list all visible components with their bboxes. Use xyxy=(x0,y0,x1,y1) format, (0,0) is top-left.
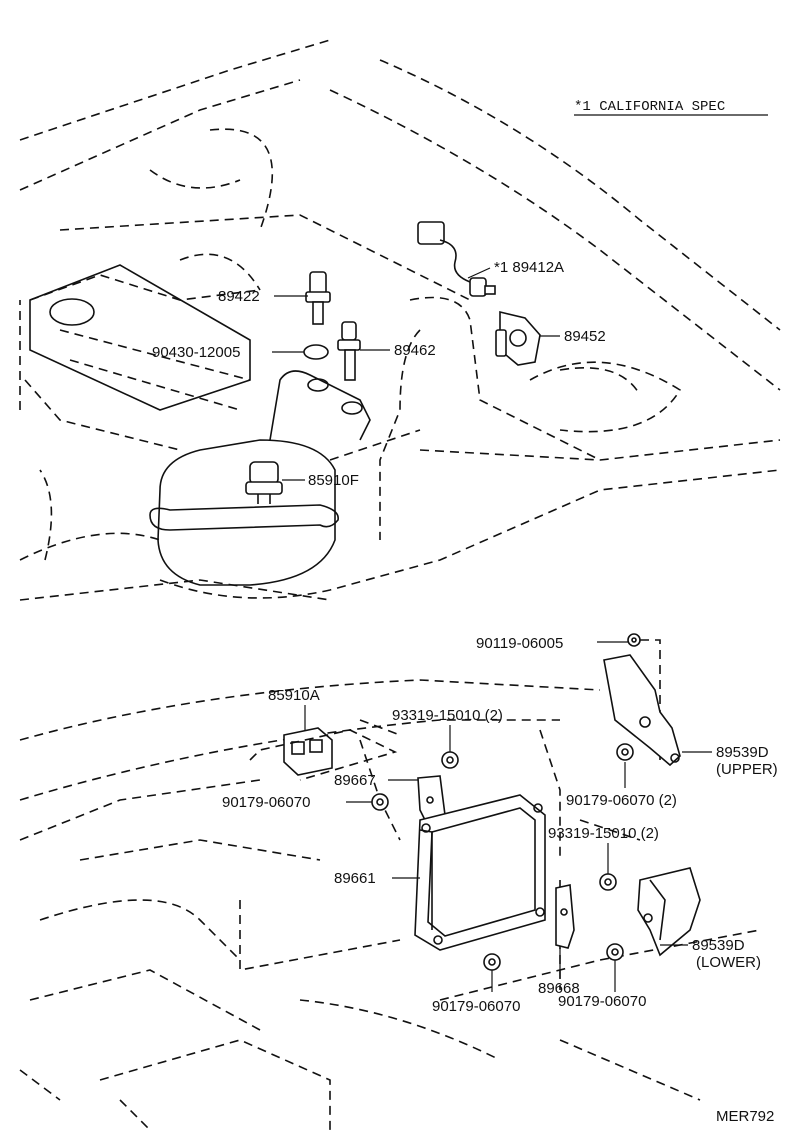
label-93319-15010-upper: 93319-15010 (2) xyxy=(392,707,503,724)
ecu-89661 xyxy=(414,794,546,951)
label-85910a: 85910A xyxy=(268,687,320,704)
bracket-89539d-upper xyxy=(603,654,681,767)
label-89422: 89422 xyxy=(218,288,260,305)
label-90179-06070-bottom-left: 90179-06070 xyxy=(432,998,520,1015)
label-89539d-lower-note: (LOWER) xyxy=(696,954,761,971)
drawing-code: MER792 xyxy=(716,1108,774,1125)
label-90179-06070-left: 90179-06070 xyxy=(222,794,310,811)
label-89539d-upper: 89539D xyxy=(716,744,769,761)
engine-bay-outline xyxy=(19,39,781,601)
label-93319-15010-lower: 93319-15010 (2) xyxy=(548,825,659,842)
label-89539d-lower: 89539D xyxy=(692,937,745,954)
washer-90430 xyxy=(303,344,329,360)
sensor-89422 xyxy=(305,271,331,325)
label-85910f: 85910F xyxy=(308,472,359,489)
throttle-sensor-89452 xyxy=(495,310,541,366)
engine-cover xyxy=(29,264,251,411)
label-90119-06005: 90119-06005 xyxy=(476,635,563,652)
label-90179-06070-right: 90179-06070 (2) xyxy=(566,792,677,809)
label-89462: 89462 xyxy=(394,342,436,359)
coolant-reservoir xyxy=(149,370,371,586)
leader-lines xyxy=(272,267,712,992)
nuts xyxy=(371,633,641,971)
label-89668: 89668 xyxy=(538,980,580,997)
label-90430-12005: 90430-12005 xyxy=(152,344,240,361)
label-89661: 89661 xyxy=(334,870,376,887)
relay-85910a xyxy=(249,727,398,781)
label-89452: 89452 xyxy=(564,328,606,345)
bracket-89668 xyxy=(555,884,575,949)
label-90179-06070-bottom-right: 90179-06070 xyxy=(558,993,646,1010)
sensor-89462 xyxy=(337,321,361,381)
label-89667: 89667 xyxy=(334,772,376,789)
sensor-85910f xyxy=(245,461,283,504)
label-89539d-upper-note: (UPPER) xyxy=(716,761,778,778)
oxygen-sensor-89412a xyxy=(417,221,496,297)
california-spec-note: *1 CALIFORNIA SPEC xyxy=(574,99,725,115)
bracket-89539d-lower xyxy=(637,867,701,957)
label-89412a: *1 89412A xyxy=(494,259,564,276)
